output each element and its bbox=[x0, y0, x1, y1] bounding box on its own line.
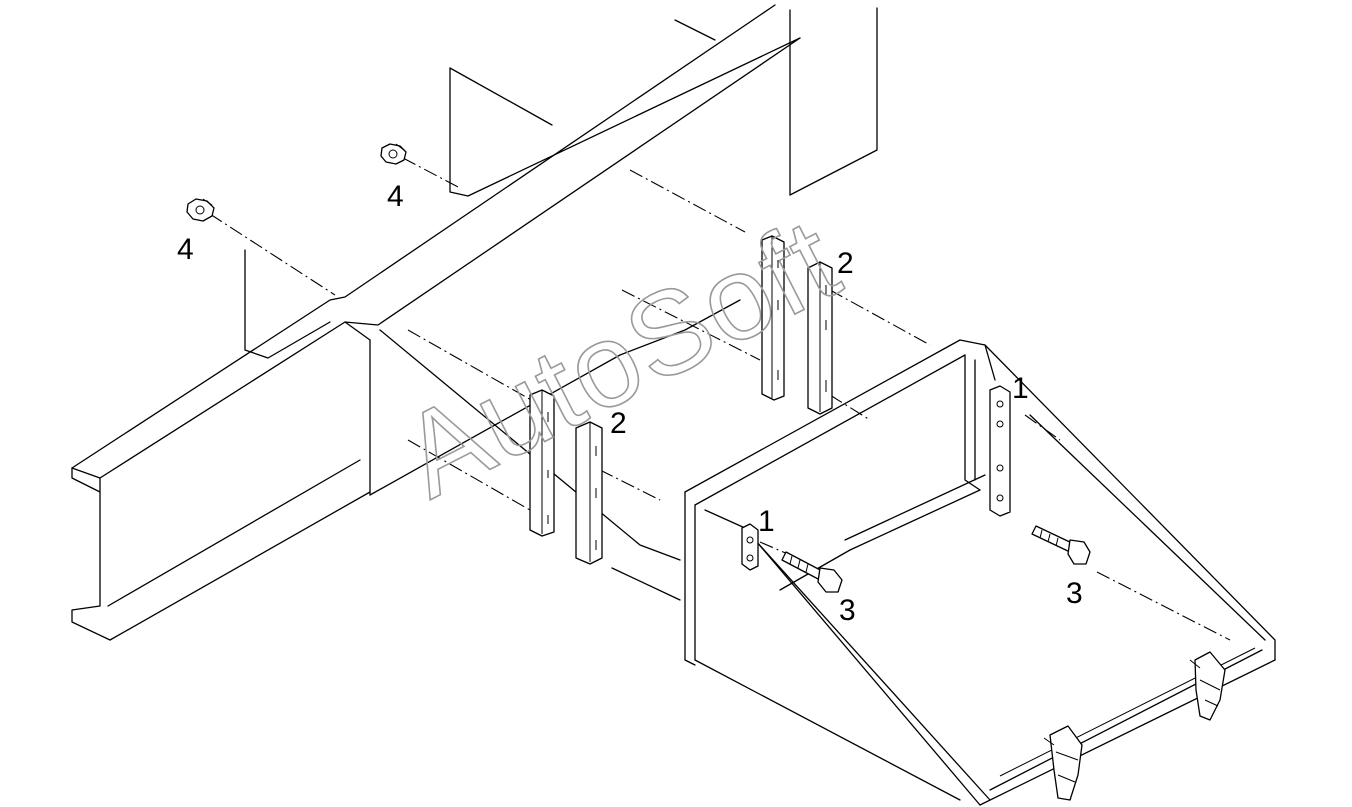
spacer-plate-lower-a bbox=[529, 389, 555, 537]
hex-bolt-right bbox=[1031, 525, 1091, 565]
mounting-bracket-upper bbox=[989, 385, 1011, 517]
hold-down-latch-right bbox=[1189, 651, 1226, 721]
callout-bolt-left: 3 bbox=[839, 594, 856, 627]
flange-nut-upper bbox=[380, 143, 407, 165]
spacer-plate-upper-a bbox=[761, 235, 785, 401]
callout-nut-left: 4 bbox=[177, 233, 194, 266]
callout-nut-upper: 4 bbox=[387, 180, 404, 213]
assembly-centerlines bbox=[209, 157, 1231, 641]
spacer-plate-upper-b bbox=[807, 261, 833, 415]
frame-rail bbox=[71, 4, 878, 641]
mounting-bracket-lower bbox=[741, 523, 759, 571]
watermark-text: AutoSoft bbox=[382, 193, 859, 523]
callout-bracket-lower: 1 bbox=[758, 505, 775, 538]
hex-bolt-left bbox=[781, 551, 843, 593]
flange-nut-left bbox=[186, 198, 215, 222]
battery-carrier bbox=[684, 339, 1276, 806]
callout-bolt-right: 3 bbox=[1066, 577, 1083, 610]
callout-bracket-upper: 1 bbox=[1012, 372, 1029, 405]
callouts: 1 1 2 2 3 3 4 4 bbox=[177, 180, 1083, 627]
hold-down-latch-left bbox=[1043, 725, 1083, 801]
callout-spacer-upper: 2 bbox=[837, 247, 854, 280]
callout-spacer-lower: 2 bbox=[610, 407, 627, 440]
spacer-plate-lower-b bbox=[575, 421, 603, 565]
